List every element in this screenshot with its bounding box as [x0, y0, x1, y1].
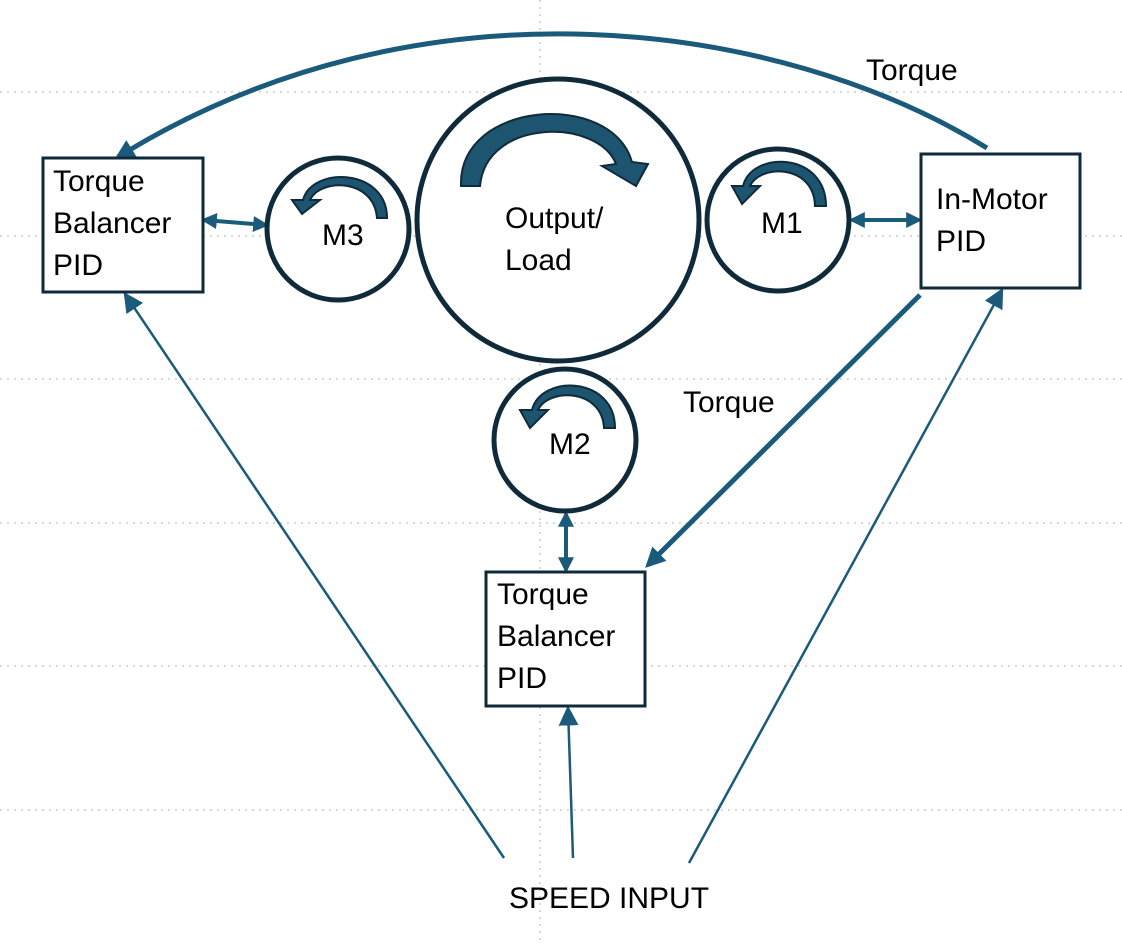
in-motor-line: In-Motor	[936, 183, 1048, 216]
speed-to-inmotor	[687, 287, 1004, 864]
m3-balancer-link	[200, 213, 270, 232]
balancer-bottom-line: PID	[497, 662, 548, 695]
output-load-line: Output/	[505, 202, 604, 235]
balancer-left-line: Torque	[53, 165, 145, 198]
rotation-arrow-icon	[290, 176, 389, 219]
torque-balancer-bottom-box	[484, 570, 647, 708]
torque-middle-label: Torque	[683, 386, 775, 419]
torque-balancer-left-box	[41, 156, 205, 294]
output-load-line: Load	[505, 244, 572, 277]
m2-label: M2	[549, 428, 591, 461]
speed-input-label: SPEED INPUT	[509, 882, 710, 915]
balancer-bottom-line: Balancer	[497, 620, 616, 653]
output-load-label: Output/ Load	[505, 198, 603, 282]
in-motor-line: PID	[936, 225, 987, 258]
rotation-arrow-icon	[730, 160, 828, 207]
torque-feedback-curve	[114, 31, 989, 160]
torque-diagonal-arrow	[645, 293, 922, 568]
speed-to-bottom-balancer	[558, 705, 579, 859]
balancer-left-label: Torque Balancer PID	[53, 161, 171, 287]
torque-top-label: Torque	[866, 54, 958, 87]
balancer-left-line: PID	[53, 249, 104, 282]
balancer-bottom-line: Torque	[497, 578, 589, 611]
rotation-arrow-icon	[518, 384, 617, 430]
balancer-bottom-label: Torque Balancer PID	[497, 574, 615, 700]
m3-label: M3	[322, 219, 364, 252]
in-motor-pid-box	[919, 152, 1082, 290]
balancer-left-line: Balancer	[53, 207, 172, 240]
in-motor-label: In-Motor PID	[936, 179, 1048, 263]
speed-to-left-balancer	[123, 291, 506, 859]
rotation-arrow-icon	[459, 113, 650, 188]
m1-label: M1	[761, 207, 803, 240]
